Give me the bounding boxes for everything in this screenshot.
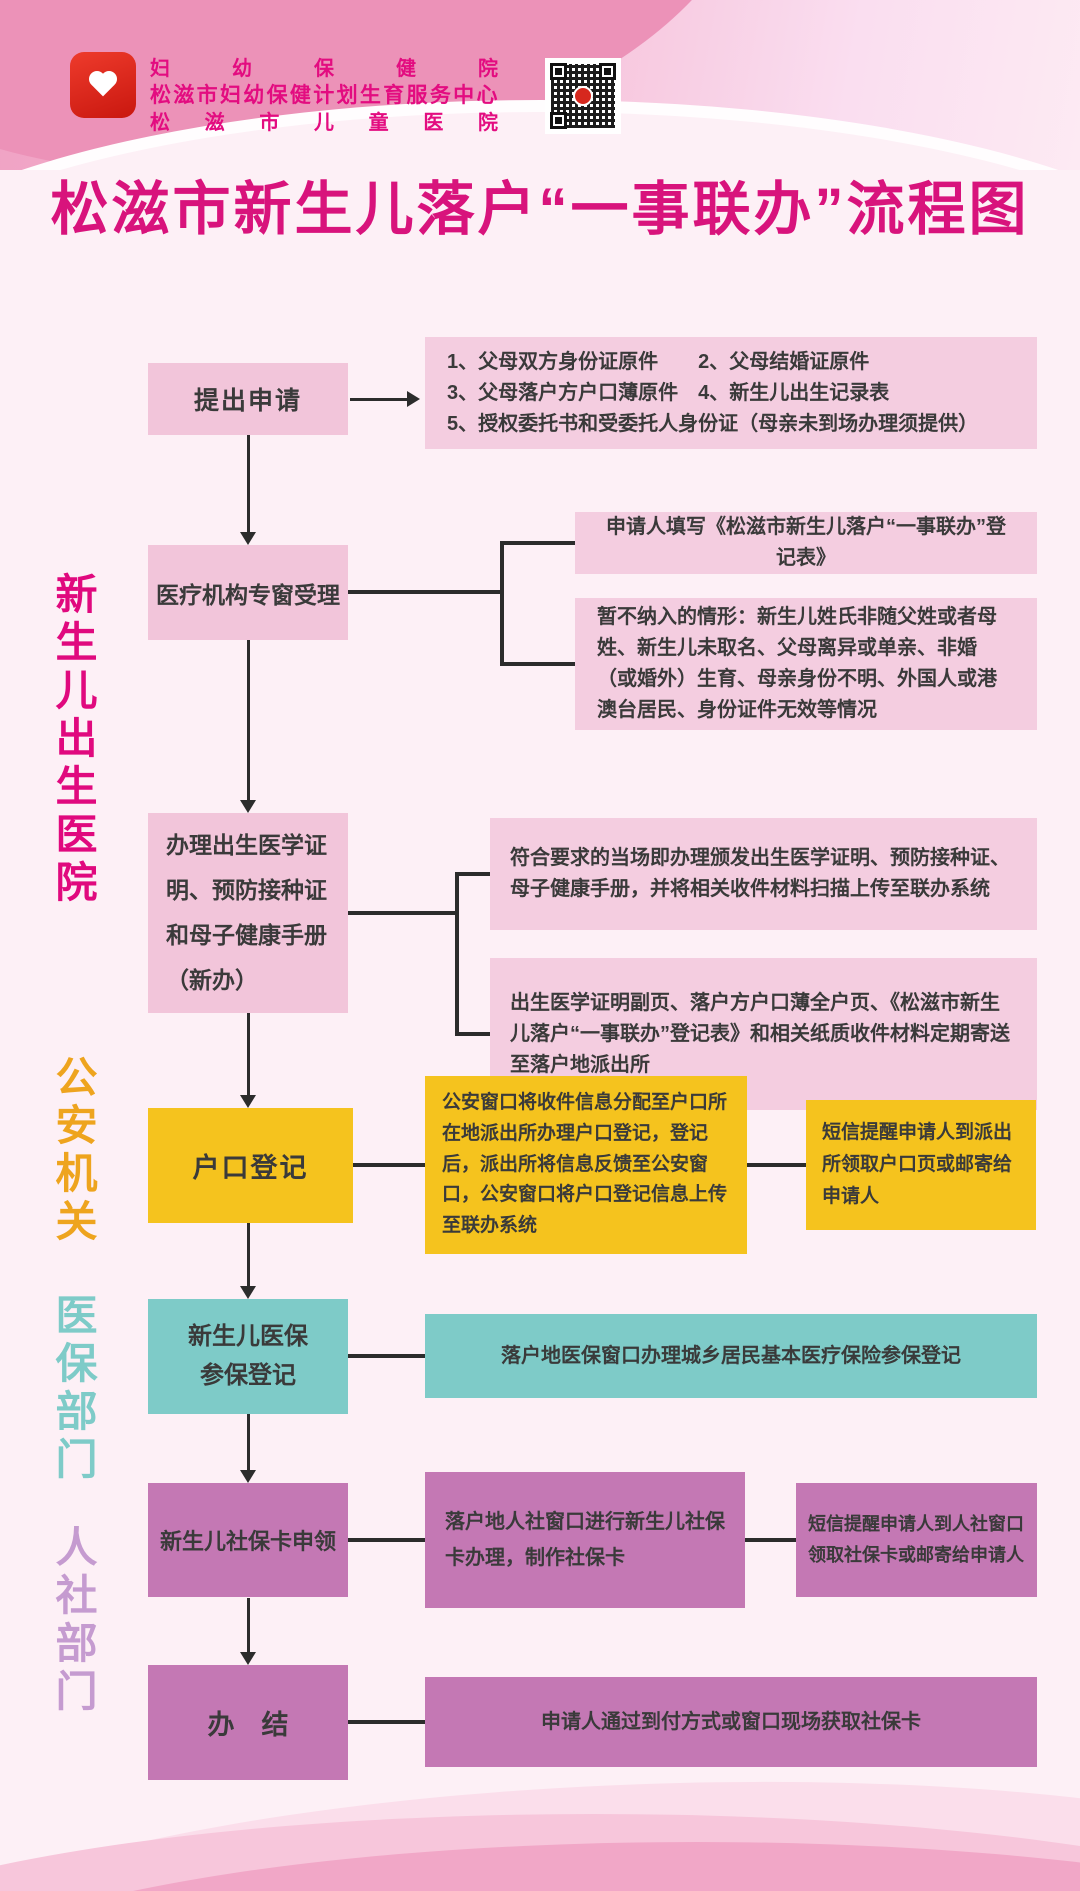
info-social-sms-notify-text: 短信提醒申请人到人社窗口领取社保卡或邮寄给申请人	[808, 1513, 1024, 1566]
step-medical-insurance-label: 新生儿医保参保登记	[188, 1323, 308, 1389]
arrow-medins-to-sscard	[240, 1414, 256, 1483]
qr-finder-bottom-left	[550, 112, 567, 129]
info-social-sms-notify: 短信提醒申请人到人社窗口领取社保卡或邮寄给申请人	[796, 1483, 1037, 1597]
arrow-sscard-to-done	[240, 1598, 256, 1665]
qr-finder-top-right	[599, 63, 616, 80]
arrow-apply-to-accept	[240, 435, 256, 545]
info-excluded-cases: 暂不纳入的情形：新生儿姓氏非随父姓或者母姓、新生儿未取名、父母离异或单亲、非婚（…	[575, 598, 1037, 730]
step-window-accept-label: 医疗机构专窗受理	[156, 581, 340, 608]
connector-accept-branch	[348, 590, 504, 594]
info-final-pickup-text: 申请人通过到付方式或窗口现场获取社保卡	[541, 1710, 921, 1733]
connector-done-to-pickup	[348, 1720, 425, 1724]
side-label-medical-insurance: 医保部门	[50, 1293, 97, 1485]
info-final-pickup: 申请人通过到付方式或窗口现场获取社保卡	[425, 1677, 1037, 1767]
step-hukou-label: 户口登记	[192, 1153, 309, 1183]
info-police-sms-notify: 短信提醒申请人到派出所领取户口页或邮寄给申请人	[806, 1100, 1036, 1230]
step-done-label: 办 结	[207, 1710, 289, 1740]
info-required-materials: 1、父母双方身份证原件 2、父母结婚证原件 3、父母落户方户口薄原件 4、新生儿…	[425, 337, 1037, 449]
step-birth-certificates: 办理出生医学证明、预防接种证和母子健康手册（新办）	[148, 813, 348, 1013]
materials-line-1: 1、父母双方身份证原件 2、父母结婚证原件	[447, 350, 870, 373]
info-mail-materials-text: 出生医学证明副页、落户方户口薄全户页、《松滋市新生儿落户“一事联办”登记表》和相…	[510, 991, 1010, 1076]
info-fill-form: 申请人填写《松滋市新生儿落户“一事联办”登记表》	[575, 512, 1037, 574]
arrow-accept-to-certs	[240, 640, 256, 813]
connector-police-process-to-notify	[747, 1163, 806, 1167]
info-social-card-process-text: 落户地人社窗口进行新生儿社保卡办理，制作社保卡	[445, 1511, 725, 1569]
side-label-police: 公安机关	[50, 1055, 97, 1247]
qr-finder-top-left	[550, 63, 567, 80]
step-social-security-card: 新生儿社保卡申领	[148, 1483, 348, 1597]
top-wave-decoration	[0, 0, 1080, 170]
side-label-hospital: 新生儿出生医院	[50, 572, 97, 908]
qr-center-logo	[573, 86, 593, 106]
connector-certs-to-issue	[459, 872, 490, 876]
connector-accept-branch-spine	[500, 541, 504, 666]
org-name-line: 妇幼保健院	[150, 58, 498, 80]
step-birth-certificates-label: 办理出生医学证明、预防接种证和母子健康手册（新办）	[166, 832, 327, 993]
connector-medins-to-process	[348, 1354, 425, 1358]
info-social-card-process: 落户地人社窗口进行新生儿社保卡办理，制作社保卡	[425, 1472, 745, 1608]
materials-line-3: 5、授权委托书和受委托人身份证（母亲未到场办理须提供）	[447, 412, 979, 435]
info-police-process: 公安窗口将收件信息分配至户口所在地派出所办理户口登记，登记后，派出所将信息反馈至…	[425, 1076, 747, 1254]
step-medical-insurance-enroll: 新生儿医保参保登记	[148, 1299, 348, 1414]
org-names: 妇幼保健院 松滋市妇幼保健计划生育服务中心 松滋市儿童医院	[150, 56, 498, 137]
info-police-sms-notify-text: 短信提醒申请人到派出所领取户口页或邮寄给申请人	[822, 1121, 1013, 1208]
info-medical-insurance-process-text: 落户地医保窗口办理城乡居民基本医疗保险参保登记	[501, 1344, 961, 1367]
info-excluded-cases-text: 暂不纳入的情形：新生儿姓氏非随父姓或者母姓、新生儿未取名、父母离异或单亲、非婚（…	[597, 606, 997, 721]
connector-certs-to-mail	[459, 1032, 490, 1036]
step-done: 办 结	[148, 1665, 348, 1780]
info-issue-onsite: 符合要求的当场即办理颁发出生医学证明、预防接种证、母子健康手册，并将相关收件材料…	[490, 818, 1037, 930]
info-fill-form-text: 申请人填写《松滋市新生儿落户“一事联办”登记表》	[606, 516, 1006, 569]
connector-sscard-to-process	[348, 1538, 425, 1542]
step-hukou-registration: 户口登记	[148, 1108, 353, 1223]
connector-accept-to-excluded	[504, 662, 575, 666]
info-issue-onsite-text: 符合要求的当场即办理颁发出生医学证明、预防接种证、母子健康手册，并将相关收件材料…	[510, 847, 1010, 900]
connector-hukou-to-process	[353, 1163, 425, 1167]
connector-social-process-to-notify	[745, 1538, 796, 1542]
poster-title: 松滋市新生儿落户“一事联办”流程图	[50, 177, 1030, 242]
org-logo	[70, 52, 136, 118]
step-apply: 提出申请	[148, 363, 348, 435]
qr-code	[545, 58, 621, 134]
org-name-line: 松滋市妇幼保健计划生育服务中心	[150, 84, 498, 108]
info-mail-materials: 出生医学证明副页、落户方户口薄全户页、《松滋市新生儿落户“一事联办”登记表》和相…	[490, 958, 1037, 1110]
arrow-certs-to-hukou	[240, 1013, 256, 1108]
step-window-accept: 医疗机构专窗受理	[148, 545, 348, 640]
info-medical-insurance-process: 落户地医保窗口办理城乡居民基本医疗保险参保登记	[425, 1314, 1037, 1398]
arrow-apply-to-materials	[350, 391, 420, 407]
bottom-wave-decoration	[0, 1756, 1080, 1891]
connector-accept-to-fill-form	[504, 541, 575, 545]
arrow-hukou-to-medins	[240, 1223, 256, 1299]
step-social-security-card-label: 新生儿社保卡申领	[159, 1529, 336, 1554]
org-name-line: 松滋市儿童医院	[150, 112, 498, 135]
step-apply-label: 提出申请	[193, 387, 302, 415]
side-label-hr-social: 人社部门	[50, 1525, 97, 1717]
info-police-process-text: 公安窗口将收件信息分配至户口所在地派出所办理户口登记，登记后，派出所将信息反馈至…	[442, 1092, 728, 1237]
connector-certs-branch-spine	[455, 872, 459, 1036]
connector-certs-branch	[348, 911, 459, 915]
materials-line-2: 3、父母落户方户口薄原件 4、新生儿出生记录表	[447, 381, 890, 404]
